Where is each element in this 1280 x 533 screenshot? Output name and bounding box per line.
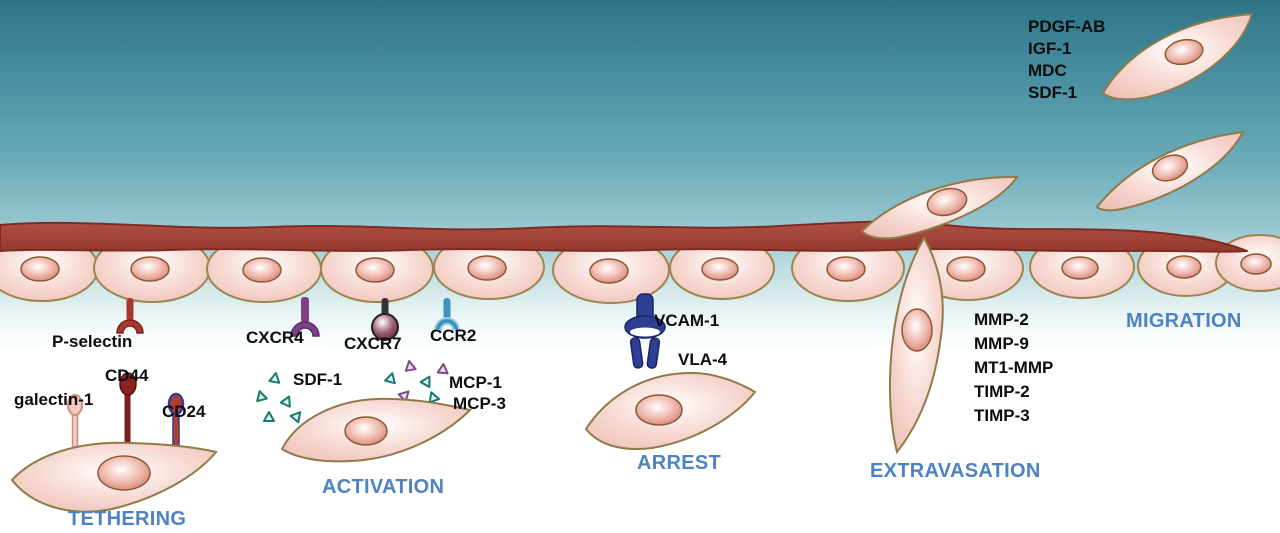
label-igf-1: IGF-1 [1028,39,1072,58]
activation-cell-group [280,397,472,463]
label-timp-2: TIMP-2 [974,382,1030,401]
endothelial-cell-nucleus [946,256,986,282]
endothelial-cell-nucleus [130,256,170,282]
label-vla-4: VLA-4 [678,350,728,369]
label-sdf-1: SDF-1 [293,370,343,389]
extravasation-molecule-list: MMP-2 MMP-9 MT1-MMP TIMP-2 TIMP-3 [974,308,1053,428]
label-mmp-9: MMP-9 [974,334,1029,353]
endothelial-cell-nucleus [355,257,395,283]
label-mcp-3: MCP-3 [453,394,506,413]
label-p-selectin: P-selectin [52,332,133,351]
vcam-white-band [630,327,660,337]
stage-label-arrest: ARREST [637,452,722,474]
vcam1-vla4-junction [624,293,666,369]
endothelial-cell [669,236,775,300]
mcp-particles [384,360,449,404]
label-cxcr7: CXCR7 [344,334,402,353]
label-mmp-2: MMP-2 [974,310,1029,329]
stage-label-migration: MIGRATION [1126,310,1242,332]
tethering-cell-group [10,372,218,513]
migrating-cell [860,175,1019,240]
endothelial-cell-nucleus [242,257,282,283]
label-cd44: CD44 [105,366,149,385]
cell-nucleus [344,416,388,446]
galectin1-receptor [67,394,83,449]
endothelial-cell-nucleus [826,256,866,282]
cxcr4-receptor [290,297,320,337]
label-mdc: MDC [1028,61,1067,80]
cell-nucleus [926,187,968,217]
extravasating-cell [888,235,944,455]
label-mcp-1: MCP-1 [449,373,502,392]
stage-label-activation: ACTIVATION [322,476,445,498]
migrating-cell [1095,130,1245,212]
arrest-cell-group [584,371,757,450]
label-pdgf-ab: PDGF-AB [1028,17,1106,36]
endothelial-cell-nucleus [1061,256,1099,280]
p-selectin-receptor [116,298,144,334]
ccr2-receptor [433,298,461,331]
endothelial-cell-nucleus [467,255,507,281]
endothelial-cell-nucleus [1166,255,1202,279]
label-galectin-1: galectin-1 [14,390,94,409]
sdf1-particles [256,372,302,424]
endothelial-cell-nucleus [701,257,739,281]
cell-nucleus [1164,38,1204,66]
stage-label-tethering: TETHERING [68,508,187,530]
label-mt1-mmp: MT1-MMP [974,358,1054,377]
cell-nucleus [97,455,151,491]
label-ccr2: CCR2 [430,326,477,345]
cell-nucleus [1151,154,1189,182]
migrating-cell [1101,12,1254,101]
migration-molecule-list: PDGF-AB IGF-1 MDC SDF-1 [1028,16,1105,104]
cell-nucleus [635,394,683,426]
label-cxcr4: CXCR4 [246,328,304,347]
endothelial-cell-nucleus [20,256,60,282]
endothelial-cell-nucleus [589,258,629,284]
cd44-receptor [119,372,137,446]
endothelium-band [0,220,1248,253]
label-cd24: CD24 [162,402,206,421]
endothelial-cell-nucleus [1240,253,1272,275]
label-timp-3: TIMP-3 [974,406,1030,425]
label-vcam-1: VCAM-1 [654,311,720,330]
migrating-cells [860,12,1254,240]
stage-label-extravasation: EXTRAVASATION [870,460,1041,482]
cxcr7-receptor [371,298,399,341]
label-sdf-1-migration: SDF-1 [1028,83,1078,102]
cell-nucleus [901,308,933,352]
